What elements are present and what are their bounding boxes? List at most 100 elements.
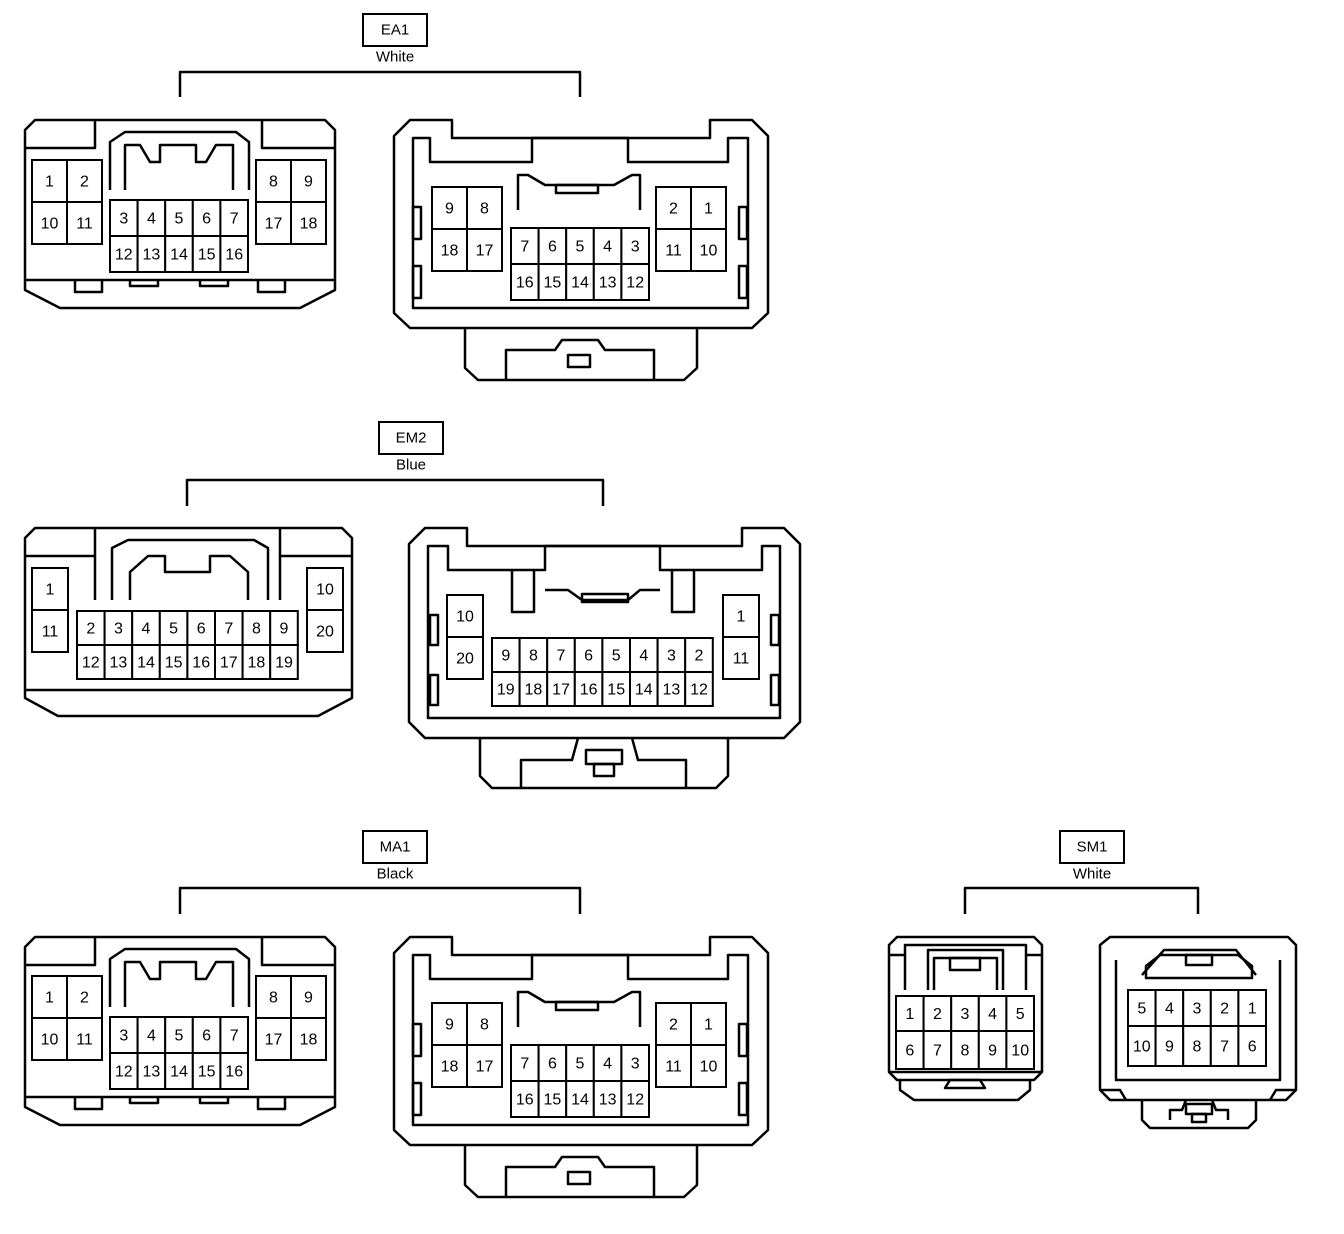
- pin-cavity: [510, 1080, 540, 1118]
- sm1-left-pin-2: 2: [922, 995, 953, 1032]
- pin-number: 3: [1193, 1001, 1202, 1018]
- pin-number: 11: [42, 624, 59, 641]
- pin-number: 2: [1220, 1001, 1229, 1018]
- ma1-left-pin-10: 10: [31, 1017, 68, 1061]
- em2-right-pin-7: 7: [546, 637, 576, 673]
- pin-number: 18: [300, 216, 318, 233]
- pin-cavity: [466, 1044, 503, 1088]
- sm1-left-pin-6: 6: [895, 1030, 925, 1070]
- pin-number: 13: [599, 1092, 617, 1109]
- pin-number: 18: [248, 655, 266, 672]
- em2-right-pin-4: 4: [629, 637, 659, 673]
- em2-left-pin-17: 17: [214, 644, 244, 680]
- sm1-right-pin-5: 5: [1127, 989, 1157, 1027]
- pin-number: 14: [137, 655, 155, 672]
- pin-number: 12: [626, 1092, 644, 1109]
- em2-right-pin-2: 2: [684, 637, 714, 673]
- ma1-left-pin-12: 12: [109, 1052, 139, 1090]
- sm1-left-pin-4: 4: [977, 995, 1008, 1032]
- pin-cavity: [922, 1030, 953, 1070]
- ea1-left-pin-7: 7: [219, 199, 249, 237]
- pin-number: 11: [733, 651, 750, 668]
- pin-cavity: [620, 1080, 651, 1118]
- pin-number: 12: [690, 682, 708, 699]
- pin-cavity: [656, 671, 687, 707]
- ma1-right-pin-1: 1: [690, 1002, 727, 1046]
- ma1-left-pin-7: 7: [219, 1016, 249, 1054]
- ma1-right-pin-10: 10: [690, 1044, 727, 1088]
- pin-cavity: [290, 975, 327, 1019]
- ea1-right-pin-9: 9: [431, 186, 468, 230]
- ma1-left-pin-13: 13: [136, 1052, 167, 1090]
- connector-ma1-color: Black: [377, 866, 414, 883]
- pin-cavity: [306, 609, 344, 653]
- connector-ma1-id: MA1: [380, 839, 411, 856]
- ma1-left-pin-4: 4: [136, 1016, 167, 1054]
- ma1-left-pin-15: 15: [191, 1052, 222, 1090]
- pin-number: 7: [1220, 1039, 1229, 1056]
- pin-cavity: [158, 644, 189, 680]
- pin-number: 4: [142, 621, 151, 638]
- pin-number: 1: [1248, 1001, 1257, 1018]
- ma1-right-pin-17: 17: [466, 1044, 503, 1088]
- ma1-left-pin-2: 2: [66, 975, 103, 1019]
- pin-number: 19: [275, 655, 293, 672]
- pin-number: 5: [1137, 1001, 1146, 1018]
- pin-cavity: [537, 1080, 568, 1118]
- pin-number: 14: [571, 1092, 589, 1109]
- pin-cavity: [109, 199, 139, 237]
- pin-number: 7: [520, 239, 529, 256]
- pin-cavity: [255, 201, 292, 245]
- pin-number: 18: [441, 1059, 459, 1076]
- connector-ea1-color: White: [376, 49, 414, 66]
- em2-left-pin-5: 5: [158, 610, 189, 646]
- pin-number: 12: [82, 655, 100, 672]
- ea1-right-pin-16: 16: [510, 263, 540, 301]
- connector-ea1-bracket: [178, 70, 582, 97]
- pin-number: 9: [445, 201, 454, 218]
- ea1-right-pin-2: 2: [655, 186, 692, 230]
- ea1-right-pin-12: 12: [620, 263, 651, 301]
- pin-number: 14: [571, 275, 589, 292]
- sm1-left-pin-9: 9: [977, 1030, 1008, 1070]
- pin-cavity: [1237, 1025, 1268, 1067]
- pin-number: 9: [988, 1043, 997, 1060]
- pin-number: 8: [1193, 1039, 1202, 1056]
- pin-number: 3: [114, 621, 123, 638]
- em2-left-pin-20: 20: [306, 609, 344, 653]
- connector-sm1-header: SM1 White: [963, 830, 1200, 914]
- sm1-left-pin-8: 8: [950, 1030, 980, 1070]
- pin-number: 10: [316, 582, 334, 599]
- pin-number: 9: [445, 1017, 454, 1034]
- pin-cavity: [109, 1016, 139, 1054]
- pin-number: 11: [76, 1032, 93, 1049]
- sm1-left-pin-7: 7: [922, 1030, 953, 1070]
- pin-number: 7: [230, 1028, 239, 1045]
- em2-left-pin-3: 3: [103, 610, 134, 646]
- em2-left-pin-15: 15: [158, 644, 189, 680]
- pin-number: 8: [269, 174, 278, 191]
- pin-number: 9: [280, 621, 289, 638]
- pin-number: 7: [520, 1056, 529, 1073]
- em2-right-pin-1: 1: [722, 594, 760, 638]
- pin-number: 20: [456, 651, 474, 668]
- pin-cavity: [136, 235, 167, 273]
- pin-number: 10: [456, 609, 474, 626]
- pin-cavity: [656, 637, 687, 673]
- pin-number: 6: [202, 1028, 211, 1045]
- sm1-right-pin-9: 9: [1154, 1025, 1185, 1067]
- pin-cavity: [31, 609, 69, 653]
- pin-number: 2: [669, 201, 678, 218]
- pin-number: 10: [1133, 1039, 1151, 1056]
- pin-number: 15: [544, 1092, 562, 1109]
- em2-left-pin-7: 7: [214, 610, 244, 646]
- pin-cavity: [466, 1002, 503, 1046]
- pin-number: 15: [198, 247, 216, 264]
- pin-cavity: [66, 1017, 103, 1061]
- em2-left-pin-12: 12: [76, 644, 106, 680]
